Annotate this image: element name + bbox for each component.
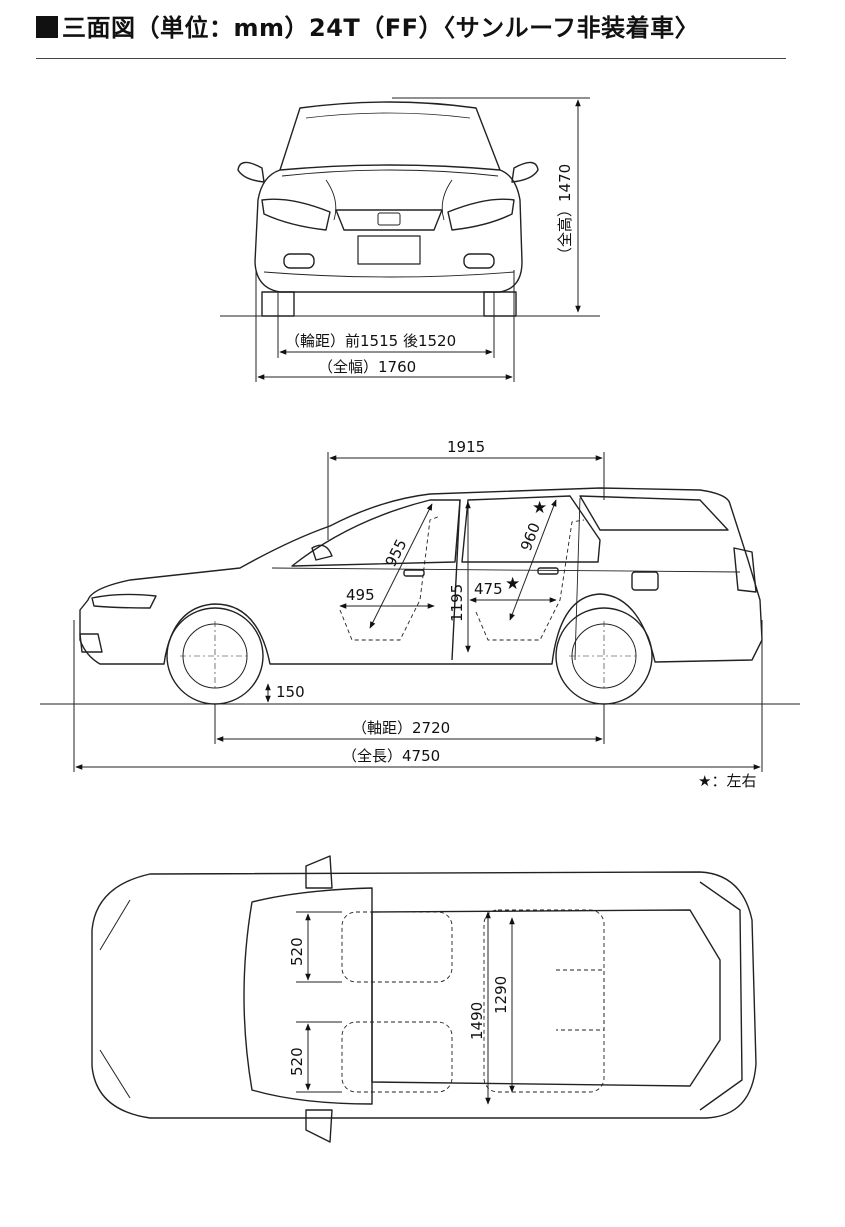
front-view-dimensions	[220, 97, 600, 382]
top-front-right-seat	[341, 1021, 453, 1093]
rear-seat-depth-label: 475	[474, 580, 503, 598]
right-mirror	[511, 161, 539, 183]
top-view-dimensions	[296, 911, 515, 1105]
right-fog-lamp	[463, 253, 495, 269]
b-pillar	[451, 499, 461, 661]
brand-emblem	[377, 212, 401, 226]
wheelbase-label: （軸距）2720	[352, 719, 450, 737]
front-view	[237, 101, 539, 317]
front-seat-width-2-label: 520	[288, 1047, 306, 1076]
left-fog-lamp	[283, 253, 315, 269]
left-mirror	[237, 161, 265, 183]
front-door-window	[291, 499, 461, 567]
front-headroom-label: 955	[382, 536, 411, 570]
quarter-window	[579, 495, 729, 531]
roof-length-label: 1915	[447, 438, 485, 456]
overall-length-label: （全長）4750	[342, 747, 440, 765]
rear-window	[699, 881, 743, 1111]
front-seat-width-1-label: 520	[288, 937, 306, 966]
top-roof	[371, 909, 721, 1087]
front-interior-width-label: 1490	[468, 1002, 486, 1040]
front-door-handle	[403, 569, 425, 577]
top-body-outline	[91, 871, 757, 1119]
left-headlight	[261, 198, 331, 231]
rear-seat-depth-star: ★	[505, 574, 520, 594]
side-body-outline	[79, 487, 763, 665]
ground-clearance-label: 150	[276, 683, 305, 701]
interior-height-label: 1195	[448, 584, 466, 622]
front-seat-outline	[339, 515, 441, 641]
rear-headroom-dimension	[509, 499, 557, 621]
rear-headroom-label: 960	[517, 520, 544, 553]
overall-width-label: （全幅）1760	[318, 358, 416, 376]
rear-headroom-star: ★	[532, 498, 547, 518]
top-front-left-seat	[341, 911, 453, 983]
top-view	[91, 855, 757, 1143]
side-view-dimensions	[40, 452, 800, 772]
front-windshield	[279, 101, 501, 171]
front-seat-depth-label: 495	[346, 586, 375, 604]
rear-door-window	[461, 495, 601, 563]
front-bumper-lamp	[79, 633, 103, 653]
rear-door-handle	[537, 567, 559, 575]
right-headlight	[447, 198, 515, 231]
top-right-mirror	[305, 1109, 333, 1143]
front-body-outline	[254, 169, 523, 293]
front-right-tire	[483, 291, 517, 317]
title-square-icon	[36, 16, 58, 38]
page-title-text: 三面図（単位：mm）24T（FF）〈サンルーフ非装着車〉	[62, 14, 700, 42]
top-windshield	[243, 887, 373, 1105]
fuel-lid	[631, 571, 659, 591]
side-view	[79, 487, 763, 705]
side-headlight	[91, 593, 157, 609]
front-license-plate	[357, 235, 421, 265]
rear-interior-width-label: 1290	[492, 976, 510, 1014]
tail-lamp	[733, 547, 757, 593]
front-headroom-dimension	[369, 503, 433, 629]
side-mirror	[311, 544, 333, 561]
title-underline	[36, 58, 786, 59]
tread-label: （輪距）前1515 後1520	[285, 332, 456, 350]
overall-height-label: （全高）1470	[556, 164, 574, 262]
top-left-mirror	[305, 855, 333, 889]
left-right-legend-note: ★：左右	[698, 772, 757, 790]
page-title: 三面図（単位：mm）24T（FF）〈サンルーフ非装着車〉	[36, 8, 699, 43]
front-grille	[335, 209, 443, 231]
